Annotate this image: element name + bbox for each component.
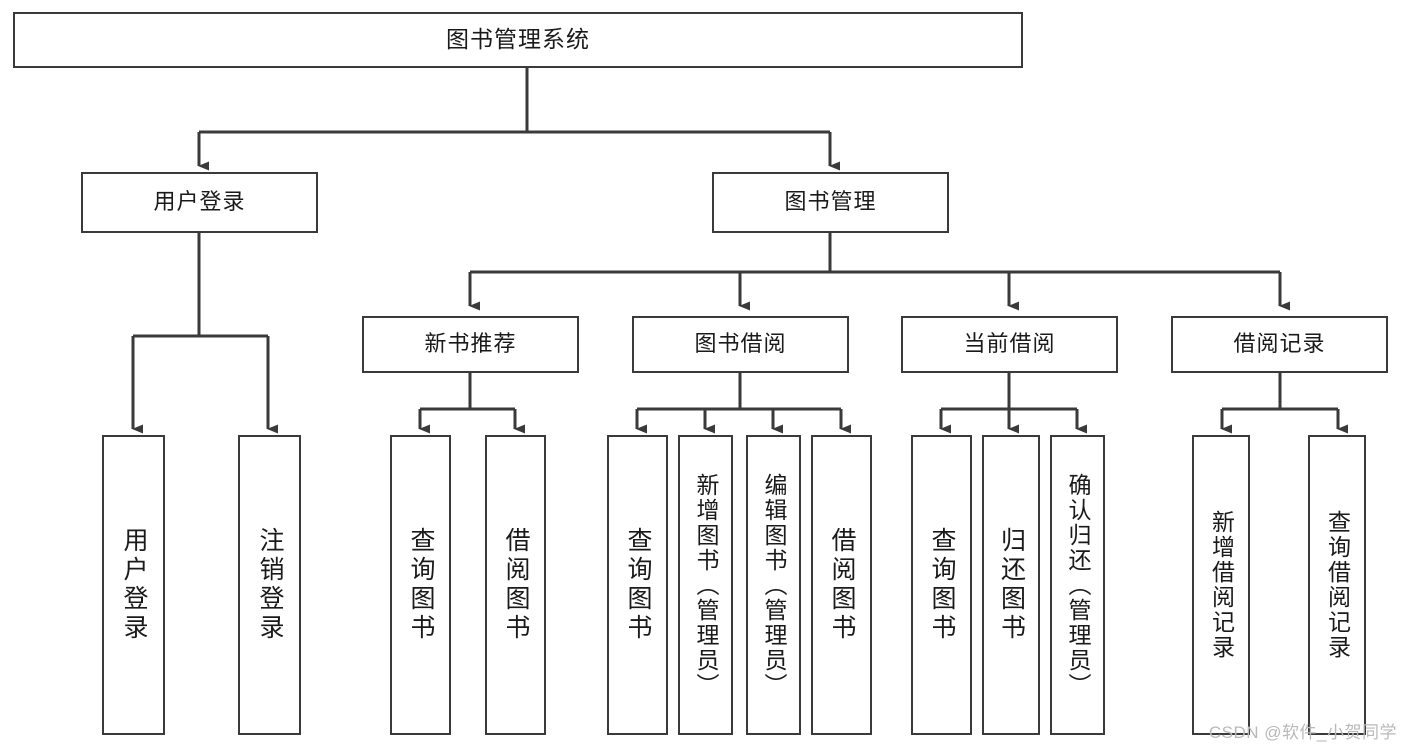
- leaf-borrow-query-book[interactable]: 查询图书: [607, 435, 668, 735]
- node-user-login[interactable]: 用户登录: [81, 172, 318, 233]
- node-new-book-recommend[interactable]: 新书推荐: [362, 316, 579, 373]
- node-root-label: 图书管理系统: [446, 26, 590, 53]
- leaf-add-book-admin[interactable]: 新增图书（管理员）: [678, 435, 733, 735]
- leaf-return-book-label: 归还图书: [997, 527, 1026, 643]
- leaf-logout-label: 注销登录: [256, 527, 284, 643]
- node-book-borrow-label: 图书借阅: [694, 331, 787, 357]
- leaf-new-book-borrow-label: 借阅图书: [502, 527, 530, 643]
- leaf-logout[interactable]: 注销登录: [238, 435, 301, 735]
- node-current-borrow[interactable]: 当前借阅: [901, 316, 1118, 373]
- leaf-new-book-query[interactable]: 查询图书: [390, 435, 451, 735]
- leaf-new-book-borrow[interactable]: 借阅图书: [485, 435, 546, 735]
- node-book-management[interactable]: 图书管理: [712, 172, 949, 233]
- node-borrow-record[interactable]: 借阅记录: [1171, 316, 1388, 373]
- node-user-login-label: 用户登录: [153, 189, 246, 215]
- leaf-query-borrow-record-label: 查询借阅记录: [1324, 510, 1351, 660]
- leaf-borrow-book-label: 借阅图书: [828, 527, 856, 643]
- leaf-add-borrow-record-label: 新增借阅记录: [1208, 510, 1235, 660]
- node-current-borrow-label: 当前借阅: [963, 331, 1056, 357]
- leaf-add-borrow-record[interactable]: 新增借阅记录: [1192, 435, 1250, 735]
- node-new-book-recommend-label: 新书推荐: [424, 331, 517, 357]
- leaf-edit-book-admin[interactable]: 编辑图书（管理员）: [746, 435, 801, 735]
- leaf-user-login-label: 用户登录: [120, 527, 148, 643]
- watermark: CSDN @软件_小贺同学: [1208, 723, 1397, 742]
- leaf-user-login[interactable]: 用户登录: [102, 435, 165, 735]
- leaf-edit-book-admin-label: 编辑图书（管理员）: [761, 472, 787, 698]
- node-book-borrow[interactable]: 图书借阅: [632, 316, 849, 373]
- leaf-new-book-query-label: 查询图书: [407, 527, 435, 643]
- leaf-query-borrow-record[interactable]: 查询借阅记录: [1308, 435, 1366, 735]
- leaf-current-query-book[interactable]: 查询图书: [911, 435, 972, 735]
- node-book-management-label: 图书管理: [784, 189, 877, 215]
- leaf-return-book[interactable]: 归还图书: [982, 435, 1040, 735]
- leaf-current-query-book-label: 查询图书: [928, 527, 956, 643]
- node-borrow-record-label: 借阅记录: [1233, 331, 1326, 357]
- leaf-borrow-book[interactable]: 借阅图书: [811, 435, 872, 735]
- leaf-confirm-return-admin-label: 确认归还（管理员）: [1065, 472, 1091, 698]
- leaf-borrow-query-book-label: 查询图书: [624, 527, 652, 643]
- node-root[interactable]: 图书管理系统: [13, 12, 1023, 68]
- leaf-add-book-admin-label: 新增图书（管理员）: [693, 472, 719, 698]
- leaf-confirm-return-admin[interactable]: 确认归还（管理员）: [1050, 435, 1105, 735]
